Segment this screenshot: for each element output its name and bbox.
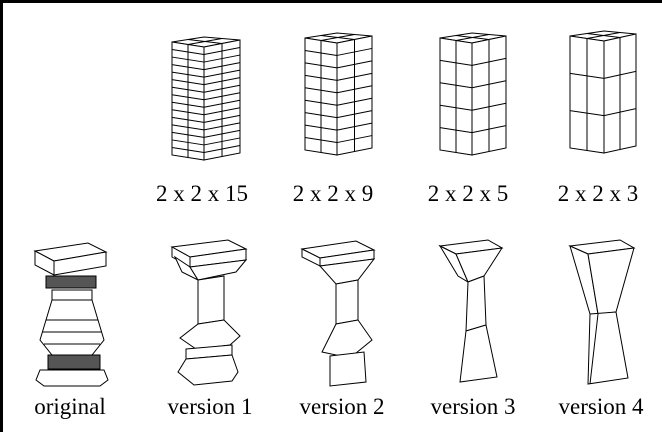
grid-label-2x2x15: 2 x 2 x 15: [156, 181, 248, 206]
grid-label-2x2x3: 2 x 2 x 3: [557, 181, 639, 206]
grid-2x2x15-pillar: [171, 36, 241, 161]
version-4-pillar-model: [568, 239, 636, 385]
label-version-4: version 4: [558, 394, 644, 419]
grid-2x2x5-pillar: [439, 32, 507, 156]
grid-label-2x2x5: 2 x 2 x 5: [427, 181, 509, 206]
version-2-pillar-model: [300, 240, 376, 387]
label-version-3: version 3: [430, 394, 516, 419]
original-pillar-model: [33, 242, 109, 387]
grid-label-2x2x9: 2 x 2 x 9: [292, 181, 374, 206]
label-version-2: version 2: [299, 394, 385, 419]
grid-2x2x3-pillar: [569, 30, 637, 154]
grid-2x2x9-pillar: [304, 32, 373, 156]
version-1-pillar-model: [170, 239, 248, 386]
label-version-1: version 1: [167, 394, 253, 419]
version-3-pillar-model: [438, 239, 504, 383]
label-original: original: [34, 394, 106, 419]
